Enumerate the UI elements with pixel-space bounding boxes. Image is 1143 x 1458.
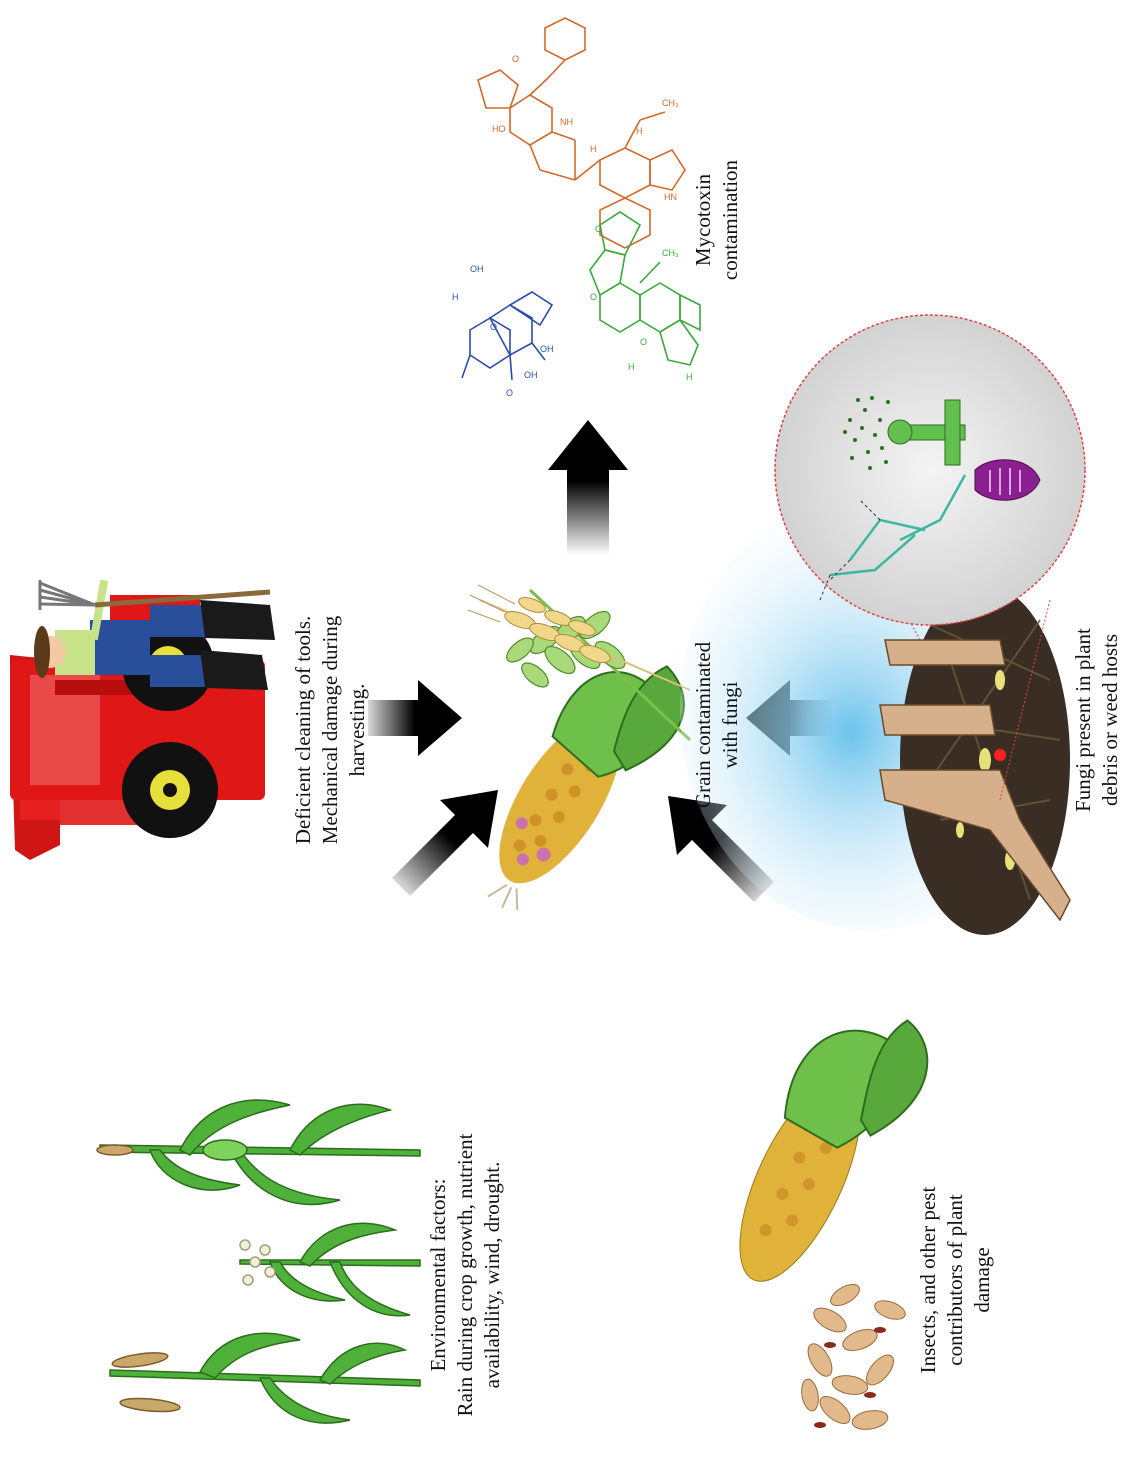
svg-text:H: H: [590, 144, 597, 154]
grain-illustration: [457, 585, 703, 936]
svg-text:OH: OH: [540, 344, 554, 354]
svg-text:O: O: [506, 388, 513, 398]
svg-text:H: H: [636, 126, 643, 136]
tractor-farmer-illustration: [10, 580, 275, 860]
mycotoxin-structures: HO NH H CH₃ HN O H H O OH OH OH O: [452, 18, 700, 398]
grain-corn: [457, 632, 703, 936]
arrow-to-mycotoxin: [548, 420, 628, 555]
arrow-from-harvest: [368, 680, 462, 756]
svg-text:O: O: [490, 322, 497, 332]
arrow-from-environment: [392, 790, 498, 896]
svg-text:O: O: [512, 54, 519, 64]
label-environment: Environmental factors: Rain during crop …: [425, 1095, 515, 1455]
svg-text:O: O: [595, 224, 602, 234]
svg-text:O: O: [590, 292, 597, 302]
label-grain: Grain contaminated with fungi: [690, 625, 750, 825]
label-insects: Insects, and other pest contributors of …: [915, 1150, 1005, 1410]
fungi-zoom-circle: [775, 315, 1085, 625]
svg-text:OH: OH: [524, 370, 538, 380]
svg-text:HO: HO: [492, 124, 506, 134]
label-mycotoxin: Mycotoxin contamination: [690, 140, 750, 300]
label-harvest: Deficient cleaning of tools. Mechanical …: [290, 580, 380, 880]
svg-text:OH: OH: [470, 264, 484, 274]
svg-text:CH₃: CH₃: [662, 248, 679, 258]
svg-text:HN: HN: [664, 192, 677, 202]
grain-kernels: [799, 1280, 907, 1432]
svg-text:H: H: [628, 362, 635, 372]
insect-corn-illustration: [709, 987, 944, 1432]
svg-text:H: H: [686, 372, 693, 382]
svg-text:O: O: [640, 337, 647, 347]
svg-text:NH: NH: [560, 117, 573, 127]
svg-text:H: H: [452, 292, 459, 302]
svg-text:CH₃: CH₃: [662, 98, 679, 108]
label-fungi: Fungi present in plant debris or weed ho…: [1070, 600, 1130, 840]
crop-plants-illustration: [97, 1100, 420, 1423]
